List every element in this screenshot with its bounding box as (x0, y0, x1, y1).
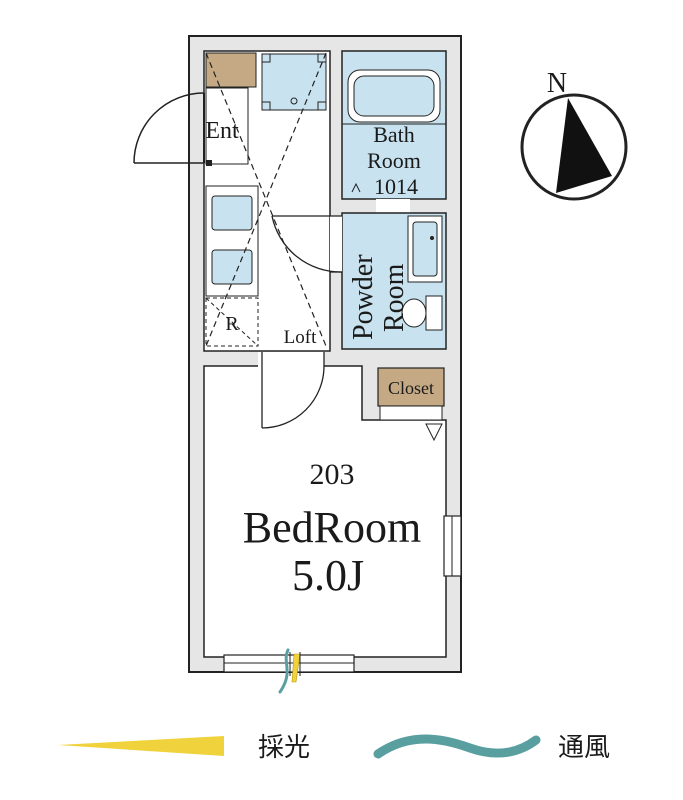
washer-space (261, 53, 327, 111)
bedroom (203, 365, 447, 658)
bath-label-1: Bath (373, 122, 415, 147)
refrigerator-space: R (205, 297, 259, 347)
window-mullions (289, 652, 301, 676)
daylight-marker (291, 653, 301, 683)
bedroom-label: BedRoom (243, 503, 421, 552)
compass: N (520, 68, 628, 201)
entrance-door[interactable] (133, 92, 205, 164)
north-label: N (547, 68, 567, 99)
entrance-step (205, 87, 249, 165)
ventilation-legend-label: 通風 (558, 733, 610, 763)
bedroom-door[interactable] (258, 352, 325, 429)
bedroom-size: 5.0J (292, 551, 364, 600)
powder-label-1: Powder (348, 254, 379, 340)
shoe-cabinet (205, 52, 257, 88)
powder-room-door[interactable] (271, 215, 343, 273)
bath-door[interactable] (376, 199, 410, 213)
daylight-legend-label: 採光 (258, 733, 310, 763)
unit-number: 203 (310, 458, 355, 491)
legend: 採光 通風 (58, 733, 610, 763)
bathroom: Bath Room 1014 (341, 50, 447, 200)
kitchen-counter (205, 185, 259, 297)
bath-size: 1014 (374, 174, 418, 199)
entrance-label: Ent (205, 118, 239, 144)
ventilation-marker (278, 648, 290, 694)
closet: Closet (377, 367, 445, 442)
north-arrow-icon (556, 98, 612, 193)
toilet-icon (401, 295, 443, 331)
fridge-label: R (225, 313, 239, 335)
ventilation-legend-icon (373, 734, 541, 759)
powder-label-2: Room (379, 263, 410, 332)
bath-label-2: Room (367, 148, 421, 173)
closet-label: Closet (388, 378, 434, 398)
loft-label: Loft (284, 327, 317, 348)
door-stop (206, 160, 212, 166)
bottom-window (223, 654, 355, 673)
loft-outline (205, 52, 327, 347)
daylight-legend-icon (58, 736, 224, 756)
side-window (443, 515, 462, 577)
powder-room: Powder Room (341, 212, 447, 350)
